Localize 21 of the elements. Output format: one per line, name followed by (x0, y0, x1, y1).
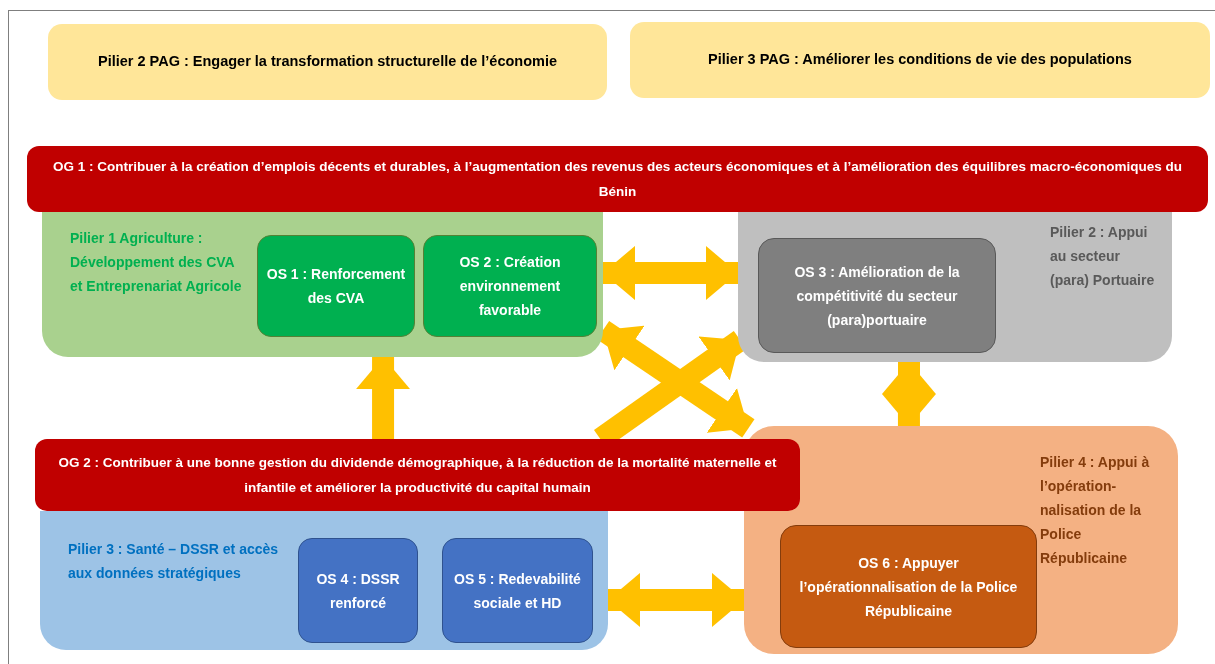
objective-box: OS 4 : DSSR renforcé (298, 538, 418, 643)
objective-box: OS 3 : Amélioration de la compétitivité du secteur (para)portuaire (758, 238, 996, 353)
block-arrow (356, 357, 411, 439)
objective-box: OS 2 : Création environnement favorable (423, 235, 597, 337)
objective-box: OS 1 : Renforcement des CVA (257, 235, 415, 337)
objective-box: OS 5 : Redevabilité sociale et HD (442, 538, 593, 643)
goal-banner: OG 1 : Contribuer à la création d’emplois décents et durables, à l’augmentation des revenus des acteurs économiques et à l’amélioration des équilibres macro-économiques du Bénin (27, 146, 1208, 212)
block-arrow (881, 361, 936, 426)
pillar-banner: Pilier 3 PAG : Améliorer les conditions de vie des populations (630, 22, 1210, 98)
goal-banner: OG 2 : Contribuer à une bonne gestion du dividende démographique, à la réduction de la mortalité maternelle et infantile et améliorer la productivité du capital humain (35, 439, 800, 511)
pillar-panel (42, 212, 603, 357)
pillar-label: Pilier 3 : Santé – DSSR et accès aux données stratégiques (68, 540, 280, 583)
block-arrow (603, 245, 738, 300)
block-arrow (608, 572, 744, 627)
pillar-panel (40, 511, 608, 650)
pillar-label: Pilier 4 : Appui à l’opération-nalisation de la Police Républicaine (1040, 453, 1151, 568)
pillar-label: Pilier 1 Agriculture : Développement des CVA et Entreprenariat Agricole (70, 229, 243, 296)
objective-box: OS 6 : Appuyer l’opérationnalisation de la Police Républicaine (780, 525, 1037, 648)
pillar-panel (738, 212, 1172, 362)
pillar-banner: Pilier 2 PAG : Engager la transformation structurelle de l’économie (48, 24, 607, 100)
pillar-label: Pilier 2 : Appui au secteur (para) Portuaire (1050, 223, 1156, 290)
